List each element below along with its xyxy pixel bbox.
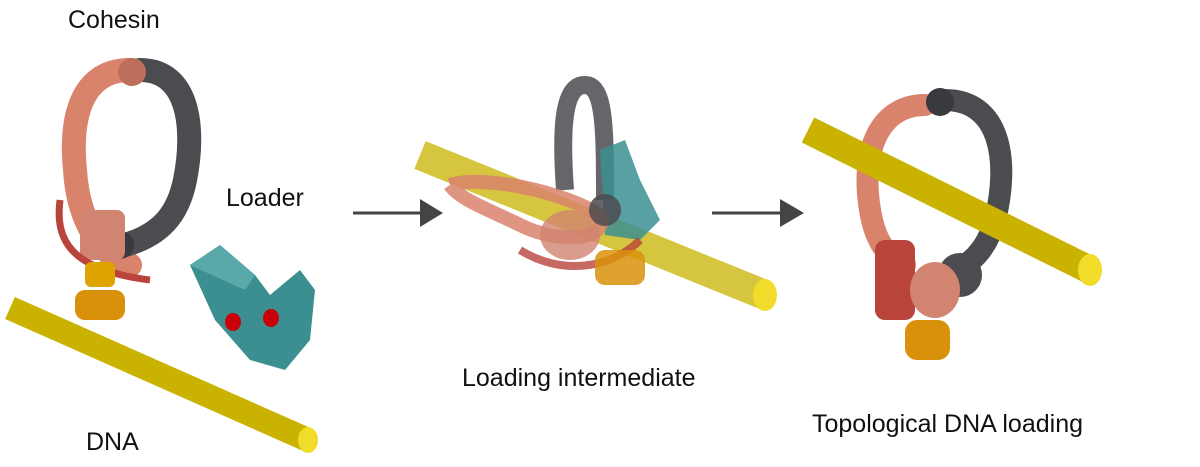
- arrow-2: [712, 199, 804, 227]
- label-cohesin: Cohesin: [68, 6, 160, 34]
- binding-site-1: [225, 313, 241, 331]
- label-topological-dna-loading: Topological DNA loading: [812, 410, 1084, 438]
- cohesin-ring-1: [55, 58, 202, 320]
- binding-site-2: [263, 309, 279, 327]
- label-loading-intermediate: Loading intermediate: [462, 364, 696, 392]
- loader-protein: [190, 245, 315, 370]
- label-loader: Loader: [226, 184, 304, 212]
- topological-loaded-complex: [801, 88, 1102, 360]
- dna-rod-1: [5, 297, 318, 453]
- arrow-1: [353, 199, 443, 227]
- loading-intermediate-complex: [414, 75, 777, 311]
- label-dna: DNA: [86, 428, 139, 456]
